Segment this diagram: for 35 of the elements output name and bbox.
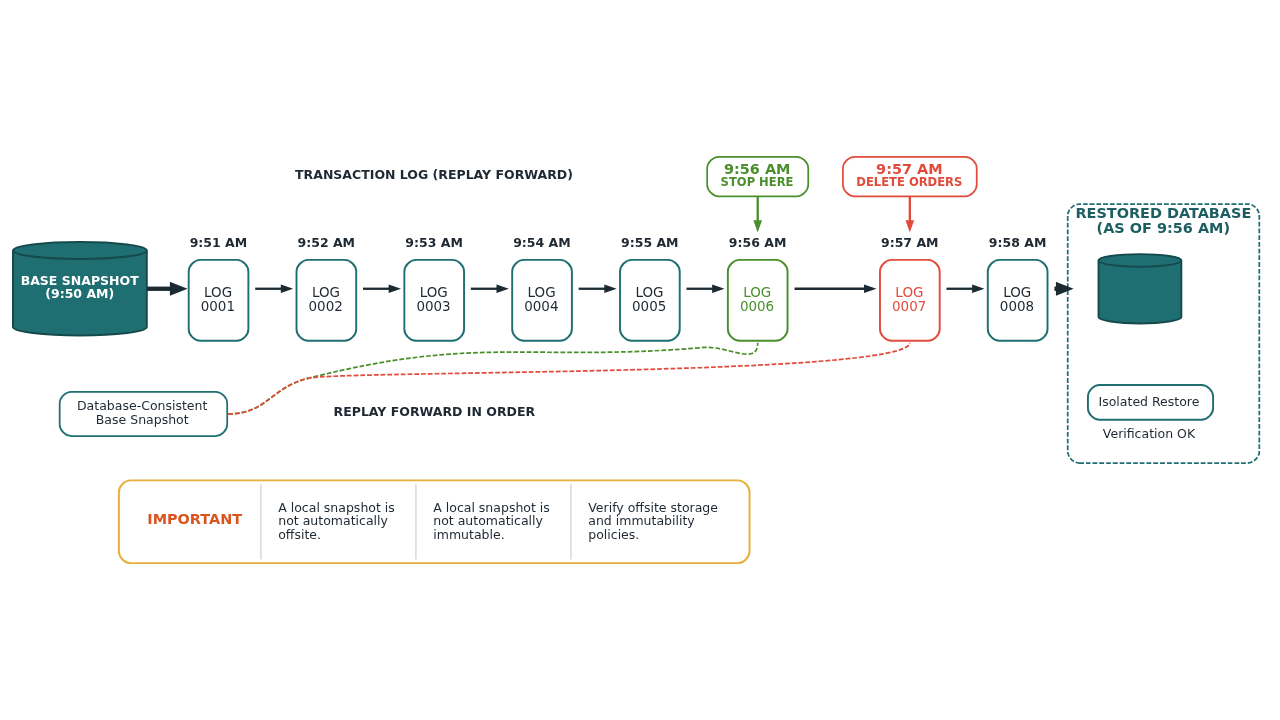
label: TRANSACTION LOG (REPLAY FORWARD) — [295, 166, 573, 182]
node-label: 9:51 AM — [189, 234, 248, 250]
node-label: 9:56 AM — [728, 234, 787, 250]
node-label: 9:54 AM — [513, 234, 571, 250]
node-box: LOG 0002 — [295, 258, 358, 342]
node-box: LOG 0001 — [187, 258, 250, 342]
label: REPLAY FORWARD IN ORDER — [333, 404, 536, 420]
arrow — [946, 284, 985, 294]
arrow — [363, 284, 401, 294]
arrow — [578, 284, 617, 294]
node-label: 9:57 AM — [880, 234, 939, 250]
arrow — [753, 196, 763, 233]
node-box: Database-Consistent Base Snapshot — [58, 390, 229, 437]
node-box: LOG 0007 — [879, 258, 941, 342]
arrow — [905, 196, 915, 233]
node-label: Verification OK — [1102, 426, 1196, 442]
arrow — [147, 281, 188, 296]
node-box: LOG 0004 — [511, 258, 573, 342]
connector — [227, 341, 911, 415]
arrow — [255, 284, 294, 294]
node-label: 9:55 AM — [620, 234, 679, 250]
node-box: Isolated Restore — [1086, 384, 1215, 421]
node-box: IMPORTANT A local snapshot is not automatically offsite. A local snapshot is not automatically immutable. Verify offsite storage and immutability policies. — [117, 479, 751, 565]
node-label: 9:58 AM — [988, 234, 1047, 250]
node-box: LOG 0003 — [403, 258, 465, 342]
node-box: 9:56 AM STOP HERE — [706, 156, 810, 198]
node-box: LOG 0008 — [986, 258, 1049, 342]
node-label: 9:52 AM — [297, 234, 356, 250]
arrow — [794, 284, 877, 294]
arrow — [686, 284, 725, 294]
node-label: 9:53 AM — [405, 234, 463, 250]
node-box: 9:57 AM DELETE ORDERS — [842, 156, 978, 198]
arrow — [470, 284, 509, 294]
node-box: LOG 0006 — [726, 258, 789, 342]
node-box: LOG 0005 — [619, 258, 681, 342]
